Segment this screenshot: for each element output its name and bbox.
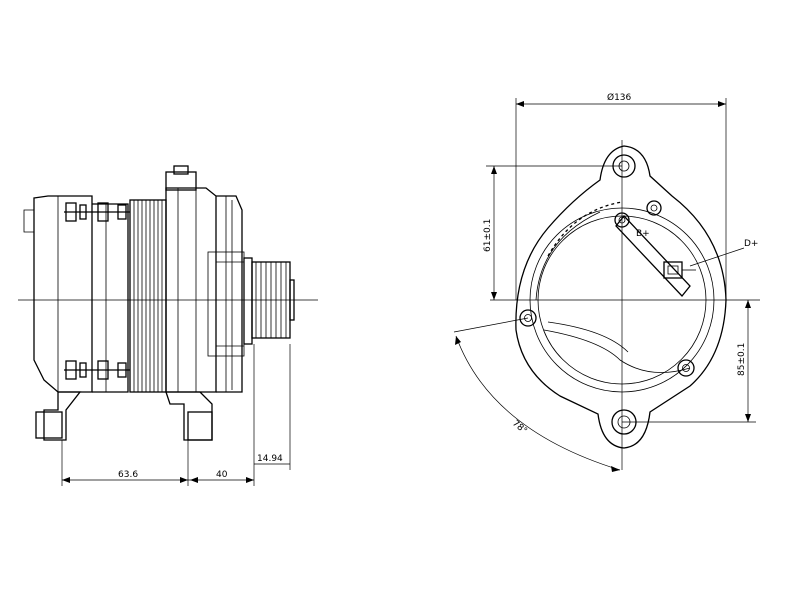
bolt-left xyxy=(519,309,537,327)
dim-length-front: 40 xyxy=(216,470,228,480)
bottom-tie-bolt xyxy=(64,360,130,380)
housing-outline xyxy=(515,145,727,449)
pulley xyxy=(243,257,295,345)
terminal-d-plus-label: D+ xyxy=(744,239,758,249)
bolt-upper-right xyxy=(646,200,662,216)
bolt-lower-right xyxy=(677,359,695,377)
dim-arc-angle xyxy=(455,335,621,471)
dim-mount-upper: 61±0.1 xyxy=(483,219,493,252)
dim-length-rear: 63.6 xyxy=(118,470,138,480)
top-tie-bolt xyxy=(64,202,130,222)
side-view: 63.6 40 14.94 xyxy=(18,165,318,486)
terminal-b-plus-label: B+ xyxy=(636,229,650,239)
d-plus-connector xyxy=(663,261,696,279)
inner-rim xyxy=(529,207,715,393)
front-housing xyxy=(165,187,217,393)
rear-housing xyxy=(92,203,129,393)
lower-front-mount xyxy=(165,391,213,441)
front-view: B+ D+ Ø136 61±0.1 85±0.1 78° xyxy=(453,92,760,472)
stator-core xyxy=(129,199,167,393)
housing-rib xyxy=(615,215,691,297)
upper-mounting-ear xyxy=(165,165,197,191)
bolt-b-plus-terminal xyxy=(614,212,630,228)
dim-diameter: Ø136 xyxy=(607,92,632,103)
vent-slots xyxy=(547,201,623,257)
dim-angle: 78° xyxy=(510,419,529,437)
dim-mount-lower: 85±0.1 xyxy=(737,343,747,376)
fan-bracket xyxy=(216,195,243,393)
lower-rear-mount xyxy=(35,391,82,441)
dim-pulley-offset: 14.94 xyxy=(257,454,283,464)
